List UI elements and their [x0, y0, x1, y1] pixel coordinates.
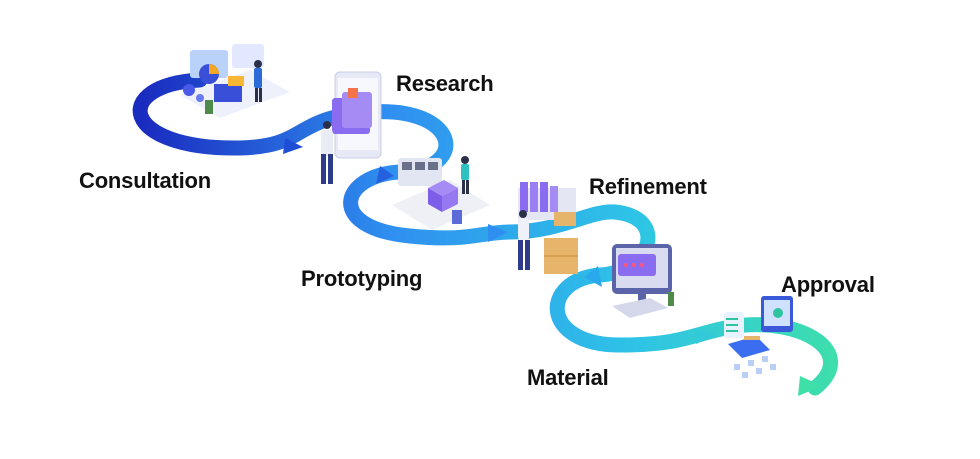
- step-label-approval: Approval: [781, 272, 875, 297]
- arrowhead-icon: [488, 224, 508, 242]
- research-screen-icon: [321, 71, 382, 184]
- step-label-material: Material: [527, 365, 609, 390]
- step-label-prototyping: Prototyping: [301, 266, 423, 291]
- flow-ribbon: [132, 72, 838, 396]
- prototyping-3d-icon: [392, 156, 490, 230]
- step-label-refinement: Refinement: [589, 174, 707, 199]
- refinement-shelf-icon: [518, 182, 578, 274]
- material-desktop-icon: [612, 244, 674, 318]
- arrowhead-icon: [798, 376, 822, 396]
- arrowhead-icon: [376, 166, 394, 184]
- approval-phone-icon: [724, 296, 793, 378]
- consultation-office-icon: [180, 44, 290, 118]
- step-label-research: Research: [396, 71, 494, 96]
- arrowhead-icon: [584, 266, 602, 287]
- arrowhead-icon: [283, 138, 303, 154]
- step-label-consultation: Consultation: [79, 168, 212, 193]
- arrowhead-icon: [694, 328, 716, 344]
